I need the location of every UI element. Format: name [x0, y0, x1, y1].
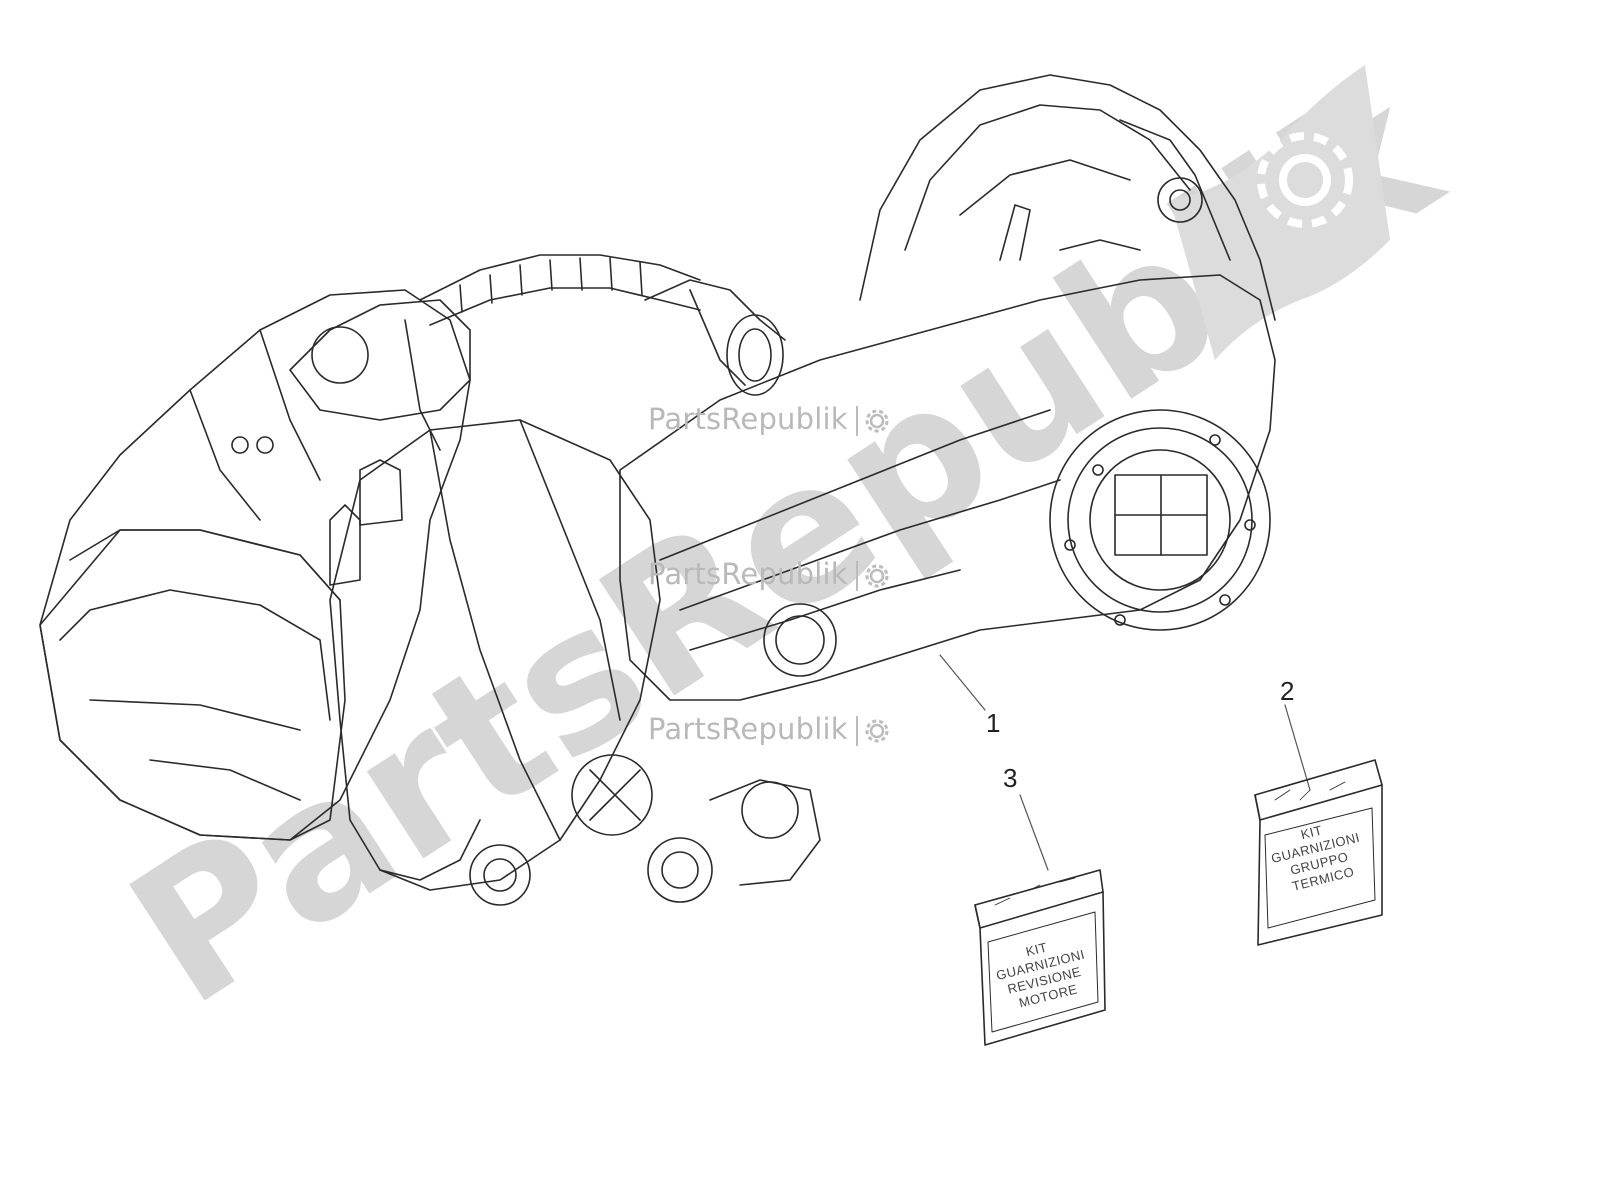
bag-3-label: KIT GUARNIZIONI REVISIONE MOTORE [995, 939, 1087, 1010]
watermark-brand-text: PartsRepublik [648, 712, 848, 746]
kit-bag-3 [974, 869, 1106, 1046]
gear-icon [865, 409, 889, 433]
leader-lines [939, 654, 1311, 871]
watermark-label-2: PartsRepublik [648, 557, 890, 591]
gear-icon [865, 719, 889, 743]
watermark-separator [855, 561, 858, 591]
bag-2-label: KIT GUARNIZIONI GRUPPO TERMICO [1270, 822, 1362, 893]
pulley-cover [859, 74, 1276, 321]
transmission-housing [619, 274, 1276, 701]
callout-2[interactable]: 2 [1280, 676, 1295, 706]
callout-3[interactable]: 3 [1003, 763, 1018, 793]
gear-icon [865, 564, 889, 588]
watermark-label-1: PartsRepublik [648, 402, 890, 436]
watermark-brand-text: PartsRepublik [648, 402, 848, 436]
watermark-separator [855, 406, 858, 436]
svg-text:KIT: KIT [1299, 822, 1324, 842]
callout-1[interactable]: 1 [986, 708, 1001, 738]
gear-flag-icon [1170, 65, 1390, 360]
watermark-brand-text: PartsRepublik [648, 557, 848, 591]
crankcase [329, 419, 821, 906]
intake-assembly [231, 254, 786, 586]
watermark-separator [855, 716, 858, 746]
svg-text:KIT: KIT [1024, 939, 1049, 959]
watermark-label-3: PartsRepublik [648, 712, 890, 746]
kit-bag-2 [1254, 759, 1383, 946]
cylinder-head [39, 289, 471, 841]
